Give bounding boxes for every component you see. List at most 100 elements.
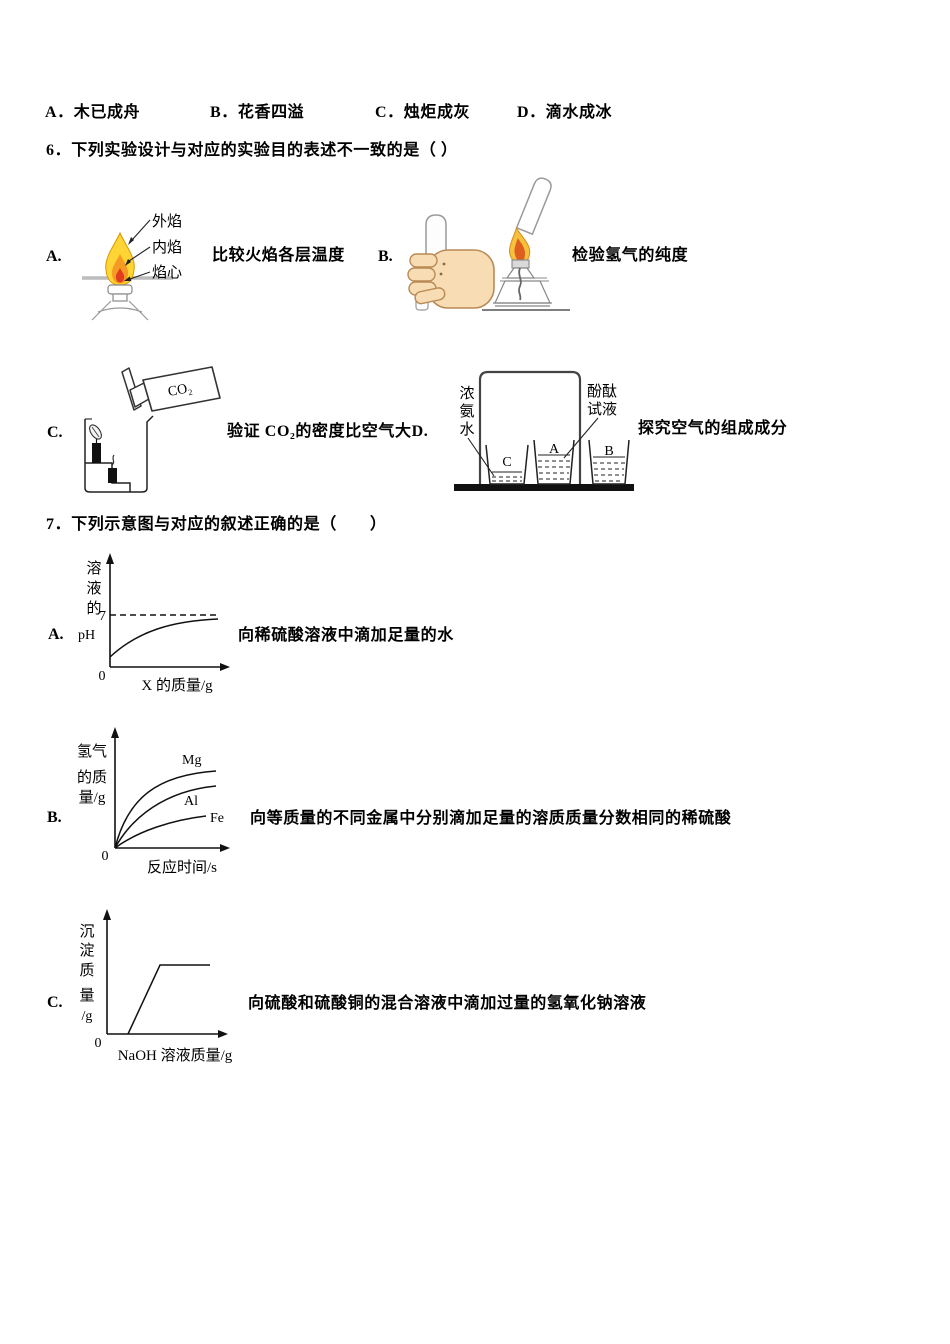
lamp-flame [509, 227, 531, 264]
q6-option-c-letter: C. [47, 424, 63, 441]
origin-label: 0 [99, 669, 106, 684]
q6-option-d-letter: D. [411, 423, 429, 440]
y-axis-arrowhead [106, 553, 114, 564]
outer-flame-arrowhead [128, 237, 134, 245]
hydrogen-purity-diagram [407, 177, 570, 311]
origin-label: 0 [102, 849, 109, 864]
choice-d: D．滴水成冰 [517, 104, 613, 121]
ylabel-unit: /g [82, 1009, 93, 1024]
phenolphthalein-label-line-2: 试液 [587, 401, 617, 418]
ammonia-pointer [467, 437, 495, 477]
ylabel-char-1: 沉 [79, 923, 94, 940]
co2-bottle-label: CO₂ [167, 381, 194, 400]
alcohol-lamp [482, 227, 570, 311]
x-axis-arrowhead [220, 663, 230, 671]
lamp-wick [518, 267, 522, 301]
question-7-title: 7．下列示意图与对应的叙述正确的是（ ） [46, 516, 387, 533]
ylabel-char-1: 溶 [86, 560, 101, 577]
core-flame-label: 焰心 [152, 264, 182, 281]
ylabel-row-2: 的质 [77, 769, 107, 786]
ylabel-row-3: 量/g [79, 790, 106, 806]
outer-flame-pointer [131, 219, 151, 241]
ammonia-label-char-1: 浓 [459, 385, 474, 402]
q6-option-c-caption: 验证 CO₂的密度比空气大D. [227, 422, 428, 442]
q6-option-b-caption: 检验氢气的纯度 [572, 247, 689, 264]
inverted-test-tube [515, 177, 552, 236]
ylabel-char-4: 量 [79, 988, 94, 1004]
graph-precipitate-vs-naoh: 沉 淀 质 量 /g 0 NaOH 溶液质量/g [79, 909, 233, 1064]
outer-flame-label: 外焰 [152, 213, 182, 230]
core-flame-pointer [129, 271, 151, 280]
ammonia-label-char-2: 氨 [459, 403, 474, 420]
q7-option-a-letter: A. [48, 626, 64, 643]
smoke-wisp [111, 454, 115, 466]
candle-flame-diagram: 外焰 内焰 焰心 [82, 213, 182, 321]
precipitate-line [127, 964, 210, 1035]
tall-candle-flame [89, 424, 102, 440]
x-axis-arrowhead [220, 844, 230, 852]
phenolphthalein-pointer [563, 417, 599, 459]
xlabel: NaOH 溶液质量/g [118, 1047, 233, 1064]
y-axis-arrowhead [103, 909, 111, 920]
burner-cap [107, 284, 133, 295]
bench-bar [454, 484, 634, 491]
q6-option-b-letter: B. [378, 248, 393, 265]
q7-option-c-caption: 向硫酸和硫酸铜的混合溶液中滴加过量的氢氧化钠溶液 [248, 995, 647, 1012]
ylabel-char-2: 液 [86, 580, 101, 597]
xlabel: X 的质量/g [141, 677, 213, 694]
beaker-c-letter: C [502, 455, 511, 470]
thumb [414, 287, 446, 305]
hand-fist [407, 249, 495, 311]
origin-label: 0 [95, 1036, 102, 1051]
ph-curve [109, 618, 219, 658]
short-candle [108, 468, 117, 483]
tall-candle [92, 443, 101, 463]
mg-label: Mg [182, 753, 201, 768]
caption-c-text: 验证 CO₂的密度比空气大 [227, 423, 412, 440]
inner-flame-pointer [128, 246, 151, 262]
y-axis-arrowhead [111, 727, 119, 738]
beaker-with-candles [84, 415, 154, 493]
co2-density-diagram: CO₂ [84, 366, 221, 493]
q7-option-a-caption: 向稀硫酸溶液中滴加足量的水 [238, 627, 454, 644]
graph-h2-vs-time: Mg Al Fe 氢气 的质 量/g 0 反应时间/s [77, 727, 230, 876]
mg-curve [114, 770, 217, 849]
ammonia-label-char-3: 水 [459, 421, 474, 438]
ylabel-char-3: 质 [79, 962, 94, 979]
phenolphthalein-label-line-1: 酚酞 [587, 383, 617, 400]
flame-core-shape [115, 268, 125, 283]
beaker-b-letter: B [604, 444, 613, 459]
graph-ph-vs-water: 溶 液 的 pH 7 0 X 的质量/g [78, 553, 230, 694]
ylabel-row-1: 氢气 [77, 743, 107, 760]
step-platform [85, 462, 131, 492]
inner-flame-arrowhead [125, 259, 131, 266]
gas-bottle-body [142, 366, 221, 412]
ylabel-char-3: 的 [86, 600, 101, 617]
question-6-title: 6．下列实验设计与对应的实验目的表述不一致的是（ ） [46, 142, 458, 159]
q7-option-c-letter: C. [47, 994, 63, 1011]
al-label: Al [184, 794, 198, 809]
ylabel-unit: pH [78, 628, 95, 643]
x-axis-arrowhead [218, 1030, 228, 1038]
choice-b: B．花香四溢 [210, 104, 305, 121]
q6-option-a-letter: A. [46, 248, 62, 265]
xlabel: 反应时间/s [147, 858, 217, 876]
beaker-a: A [533, 439, 575, 485]
q7-option-b-caption: 向等质量的不同金属中分别滴加足量的溶质质量分数相同的稀硫酸 [250, 810, 732, 827]
fe-label: Fe [210, 811, 224, 826]
al-curve [114, 785, 217, 849]
beaker-c: C [485, 444, 529, 485]
choice-a: A．木已成舟 [45, 104, 141, 121]
inverted-jar [478, 370, 582, 484]
q7-option-b-letter: B. [47, 809, 62, 826]
beaker-b: B [588, 439, 630, 485]
core-flame-arrowhead [124, 276, 132, 282]
lamp-body [494, 280, 551, 304]
fe-curve [114, 815, 207, 849]
lamp-collar [511, 259, 530, 269]
ylabel-char-2: 淀 [79, 942, 94, 959]
q6-option-d-caption: 探究空气的组成成分 [638, 420, 788, 437]
air-composition-diagram: C A B 浓 氨 水 酚酞 试液 [454, 370, 634, 491]
q6-option-a-caption: 比较火焰各层温度 [212, 247, 345, 264]
choice-c: C．烛炬成灰 [375, 104, 471, 121]
